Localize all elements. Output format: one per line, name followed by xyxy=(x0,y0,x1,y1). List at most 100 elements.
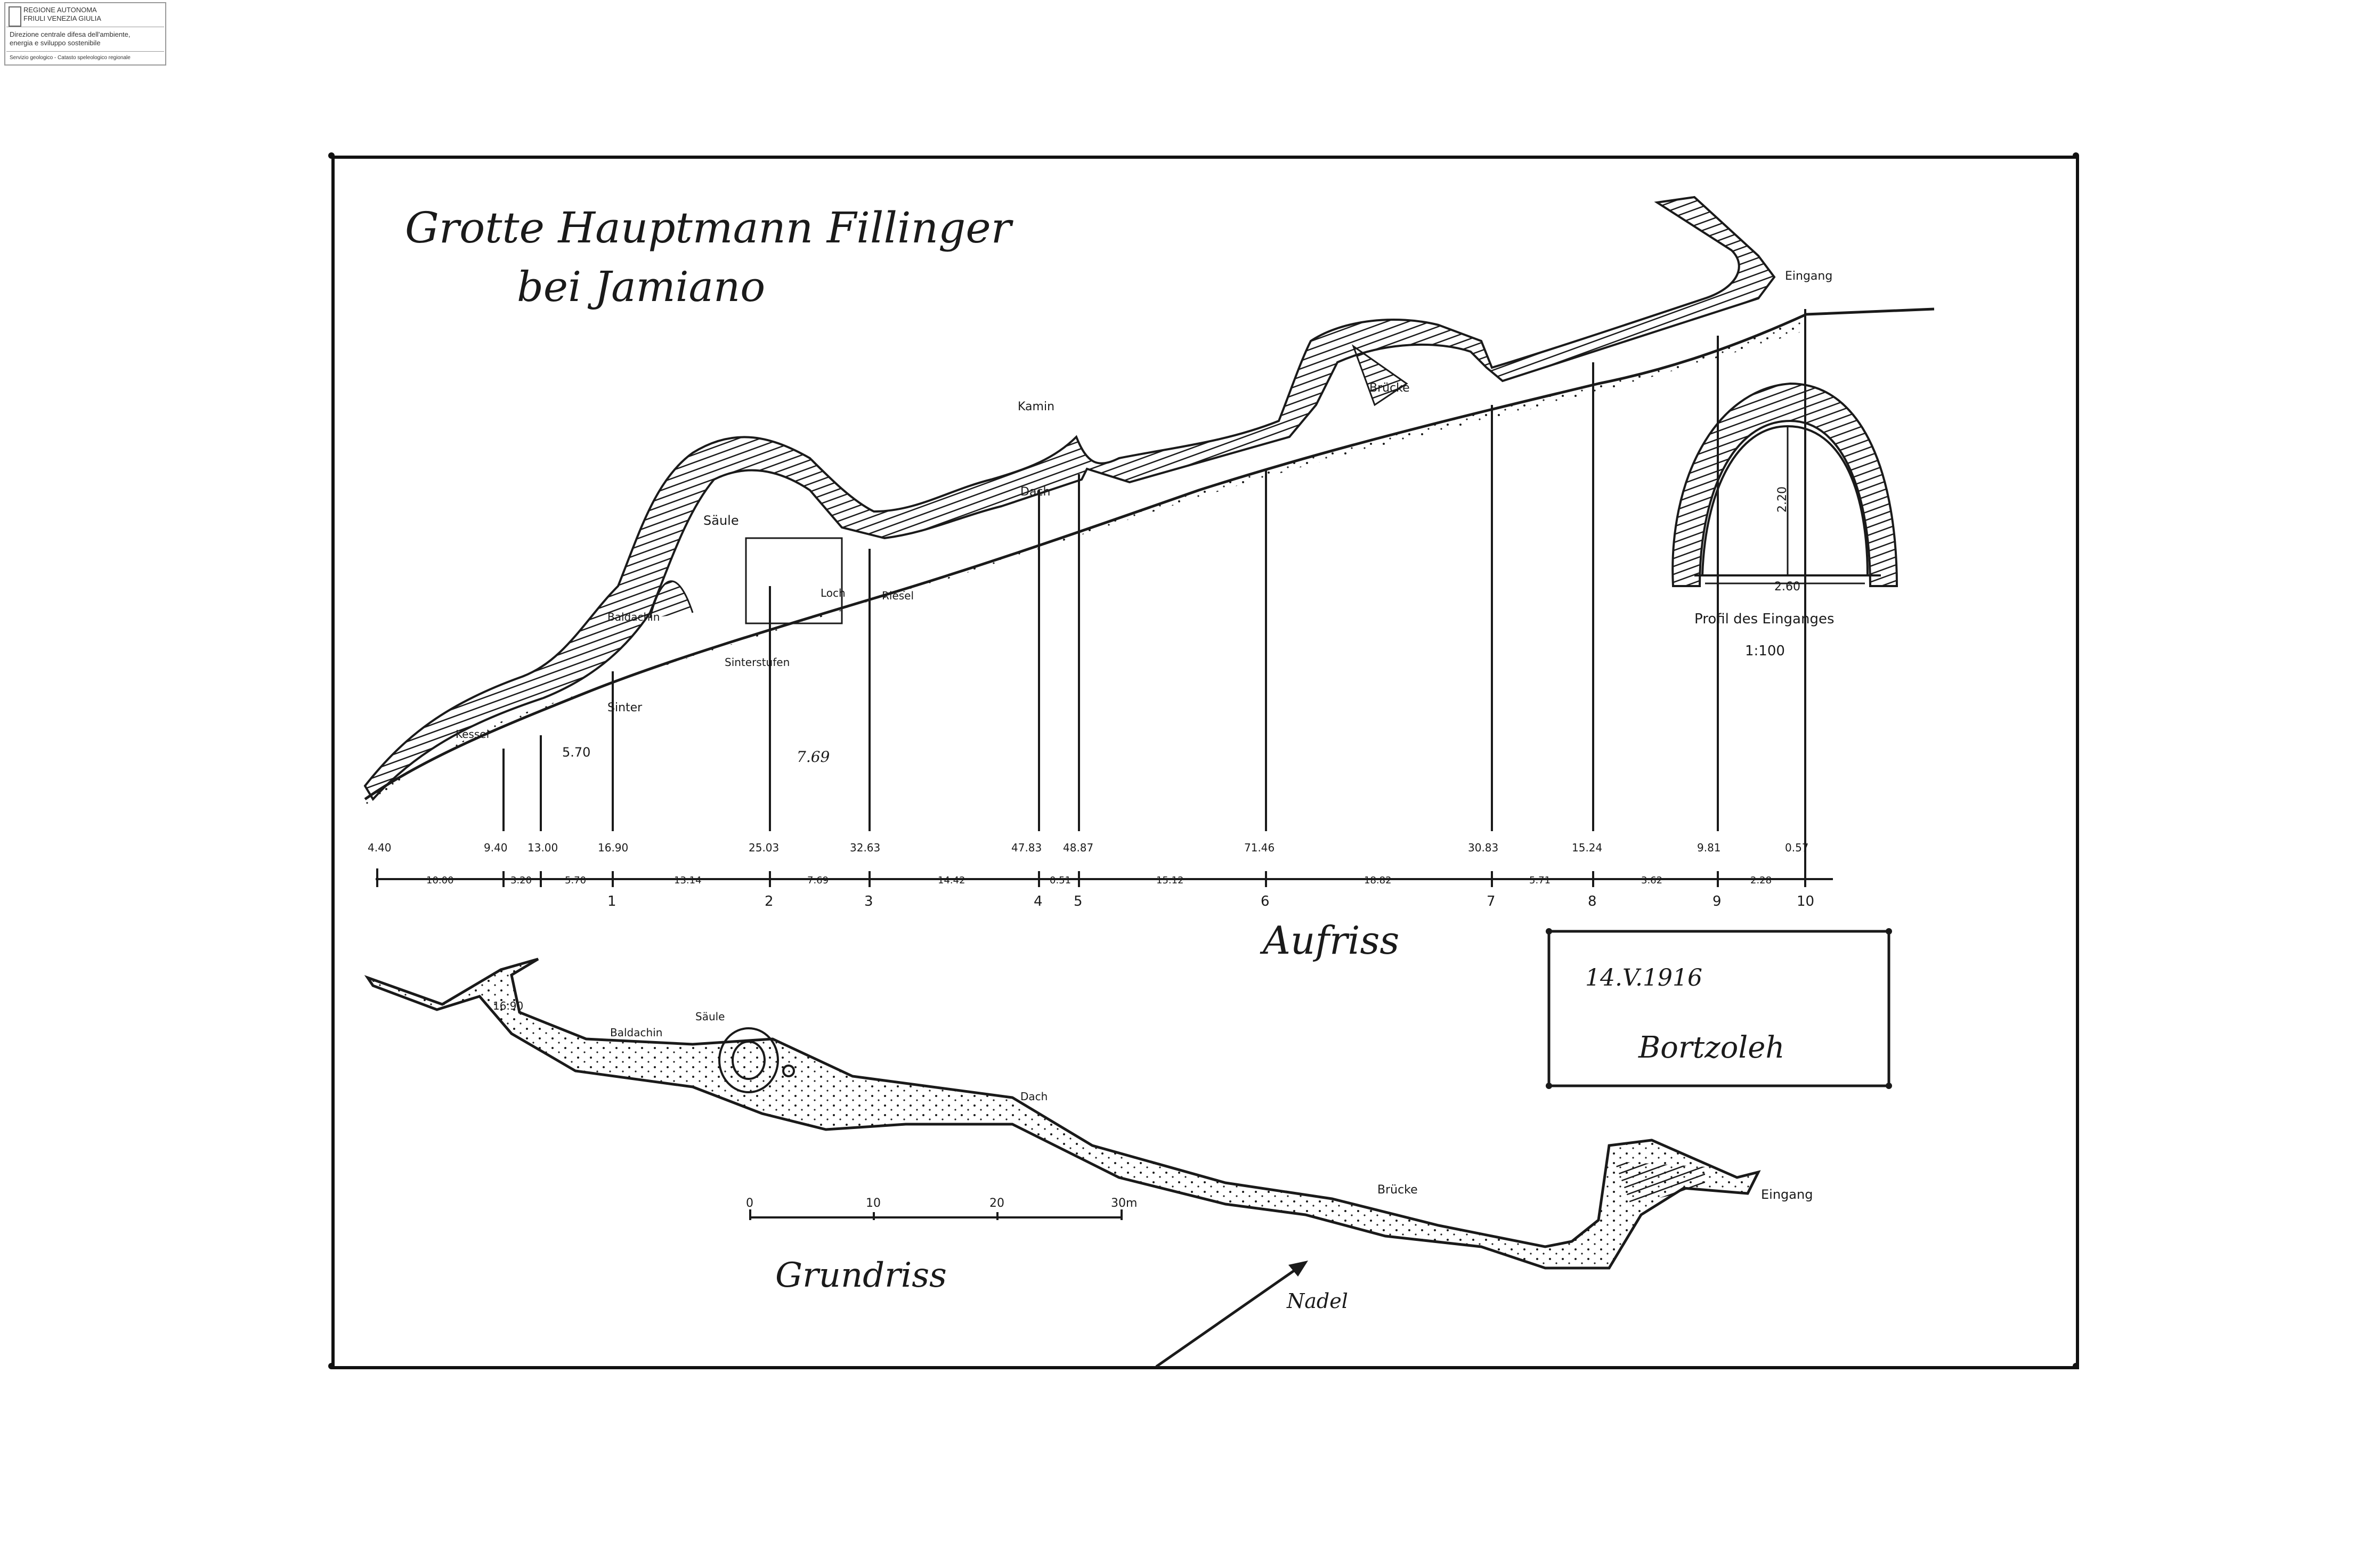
scale-tick-label: 20 xyxy=(989,1197,1004,1210)
logo-line-5: Servizio geologico - Catasto speleologic… xyxy=(10,55,131,61)
entrance-profile: 2.60 2.20 Profil des Einganges 1:100 xyxy=(1671,382,1898,659)
stamp-date: 14.V.1916 xyxy=(1585,964,1702,992)
depth-value: 4.40 xyxy=(368,841,392,854)
label-dach: Dach xyxy=(1020,485,1050,499)
plan-entrance-hatch xyxy=(1614,1161,1705,1204)
date-stamp: 14.V.1916 Bortzoleh xyxy=(1546,928,1892,1089)
scale-tick-label: 30m xyxy=(1111,1197,1137,1210)
label-side-value: 5.70 xyxy=(562,745,590,760)
label-bruecke: Brücke xyxy=(1369,381,1410,395)
gap-values: 10.00 3.20 5.70 13.14 7.69 14.42 0.51 15… xyxy=(426,875,1772,886)
north-needle xyxy=(1155,1261,1306,1368)
frame-corner xyxy=(2073,1363,2079,1369)
region-logo: REGIONE AUTONOMA FRIULI VENEZIA GIULIA D… xyxy=(4,2,166,66)
station-number: 5 xyxy=(1074,893,1083,909)
plan-start-depth: 16.90 xyxy=(493,1000,523,1012)
profile-arch xyxy=(1671,382,1898,587)
gap-value: 3.62 xyxy=(1641,875,1662,886)
station-number: 8 xyxy=(1588,893,1597,909)
station-number: 4 xyxy=(1034,893,1043,909)
profile-scale: 1:100 xyxy=(1745,643,1785,659)
logo-line-2: FRIULI VENEZIA GIULIA xyxy=(23,14,101,22)
station-number: 10 xyxy=(1797,893,1814,909)
needle-label: Nadel xyxy=(1286,1289,1348,1313)
gap-value: 14.42 xyxy=(938,875,965,886)
depth-value: 0.57 xyxy=(1785,841,1809,854)
plan-label-eingang: Eingang xyxy=(1761,1187,1813,1202)
depth-value: 16.90 xyxy=(598,841,628,854)
gap-value: 0.51 xyxy=(1050,875,1071,886)
depth-value: 25.03 xyxy=(749,841,779,854)
station-number: 1 xyxy=(607,893,616,909)
section-label: Aufriss xyxy=(1260,918,1399,963)
label-sinter: Sinter xyxy=(607,701,643,714)
plan-outline xyxy=(364,957,1761,1270)
label-baldachin: Baldachin xyxy=(607,611,660,623)
column-sketch xyxy=(745,537,843,624)
plan-label-bruecke: Brücke xyxy=(1377,1183,1418,1197)
gap-value: 2.28 xyxy=(1750,875,1772,886)
logo-line-4: energia e sviluppo sostenibile xyxy=(10,39,101,47)
depth-value: 48.87 xyxy=(1063,841,1093,854)
gap-value: 7.69 xyxy=(807,875,829,886)
frame-corner xyxy=(328,152,335,159)
plan-view: 16.90 Baldachin Säule Dach Brücke Eingan… xyxy=(364,957,1813,1368)
label-saule: Säule xyxy=(703,513,739,528)
label-loch: Loch xyxy=(821,587,846,599)
logo-divider-2 xyxy=(6,51,164,52)
depth-value: 32.63 xyxy=(850,841,880,854)
bruecke-sketch xyxy=(1351,344,1408,407)
scale-tick-label: 10 xyxy=(866,1197,881,1210)
gap-value: 5.71 xyxy=(1529,875,1551,886)
scale-tick-label: 0 xyxy=(746,1197,753,1210)
gap-value: 18.82 xyxy=(1364,875,1392,886)
gap-value: 13.14 xyxy=(674,875,702,886)
measuring-verticals xyxy=(502,309,1806,874)
scale-bar-ticks xyxy=(749,1209,1123,1220)
station-number: 9 xyxy=(1712,893,1722,909)
gap-value: 10.00 xyxy=(426,875,454,886)
plan-label: Grundriss xyxy=(775,1256,947,1295)
profile-caption: Profil des Einganges xyxy=(1694,611,1835,627)
depth-values: 4.40 9.40 13.00 16.90 25.03 32.63 47.83 … xyxy=(368,841,1809,854)
depth-value: 47.83 xyxy=(1011,841,1042,854)
station-number: 2 xyxy=(765,893,774,909)
north-arrow-icon xyxy=(1288,1261,1308,1277)
label-riesel: Riesel xyxy=(882,589,914,602)
depth-value: 13.00 xyxy=(527,841,558,854)
station-number: 7 xyxy=(1487,893,1496,909)
plan-label-dach: Dach xyxy=(1020,1090,1048,1103)
label-kamin: Kamin xyxy=(1018,400,1054,413)
label-kessel: Kessel xyxy=(456,728,489,741)
logo-line-3: Direzione centrale difesa dell'ambiente, xyxy=(10,30,131,38)
section-view: Kamin Dach Säule Baldachin Kessel Sinter… xyxy=(363,196,1935,963)
label-sinterstufen: Sinterstufen xyxy=(725,656,790,669)
label-mid-value: 7.69 xyxy=(797,748,830,766)
region-crest-icon xyxy=(9,6,21,27)
gap-value: 3.20 xyxy=(510,875,532,886)
saule-rings xyxy=(718,1027,779,1093)
survey-subtitle: bei Jamiano xyxy=(517,263,765,311)
section-ceiling xyxy=(363,196,1776,801)
station-number: 3 xyxy=(864,893,873,909)
depth-value: 9.81 xyxy=(1697,841,1721,854)
profile-height: 2.20 xyxy=(1776,486,1789,513)
depth-value: 30.83 xyxy=(1468,841,1498,854)
frame-corner xyxy=(328,1363,335,1369)
gap-value: 5.70 xyxy=(565,875,586,886)
stamp-box xyxy=(1547,930,1890,1087)
stamp-signature: Bortzoleh xyxy=(1638,1030,1784,1065)
logo-line-1: REGIONE AUTONOMA xyxy=(23,6,97,14)
baseline-ticks xyxy=(376,868,1806,887)
depth-value: 9.40 xyxy=(484,841,508,854)
plan-label-saule: Säule xyxy=(695,1010,725,1023)
station-number: 6 xyxy=(1261,893,1270,909)
frame-corner xyxy=(2073,152,2079,159)
gap-value: 15.12 xyxy=(1156,875,1184,886)
label-eingang: Eingang xyxy=(1785,270,1832,283)
drawing-frame xyxy=(331,156,2079,1369)
depth-value: 71.46 xyxy=(1244,841,1275,854)
profile-width: 2.60 xyxy=(1774,580,1800,594)
section-floor-fill xyxy=(365,314,1806,810)
depth-value: 15.24 xyxy=(1572,841,1602,854)
